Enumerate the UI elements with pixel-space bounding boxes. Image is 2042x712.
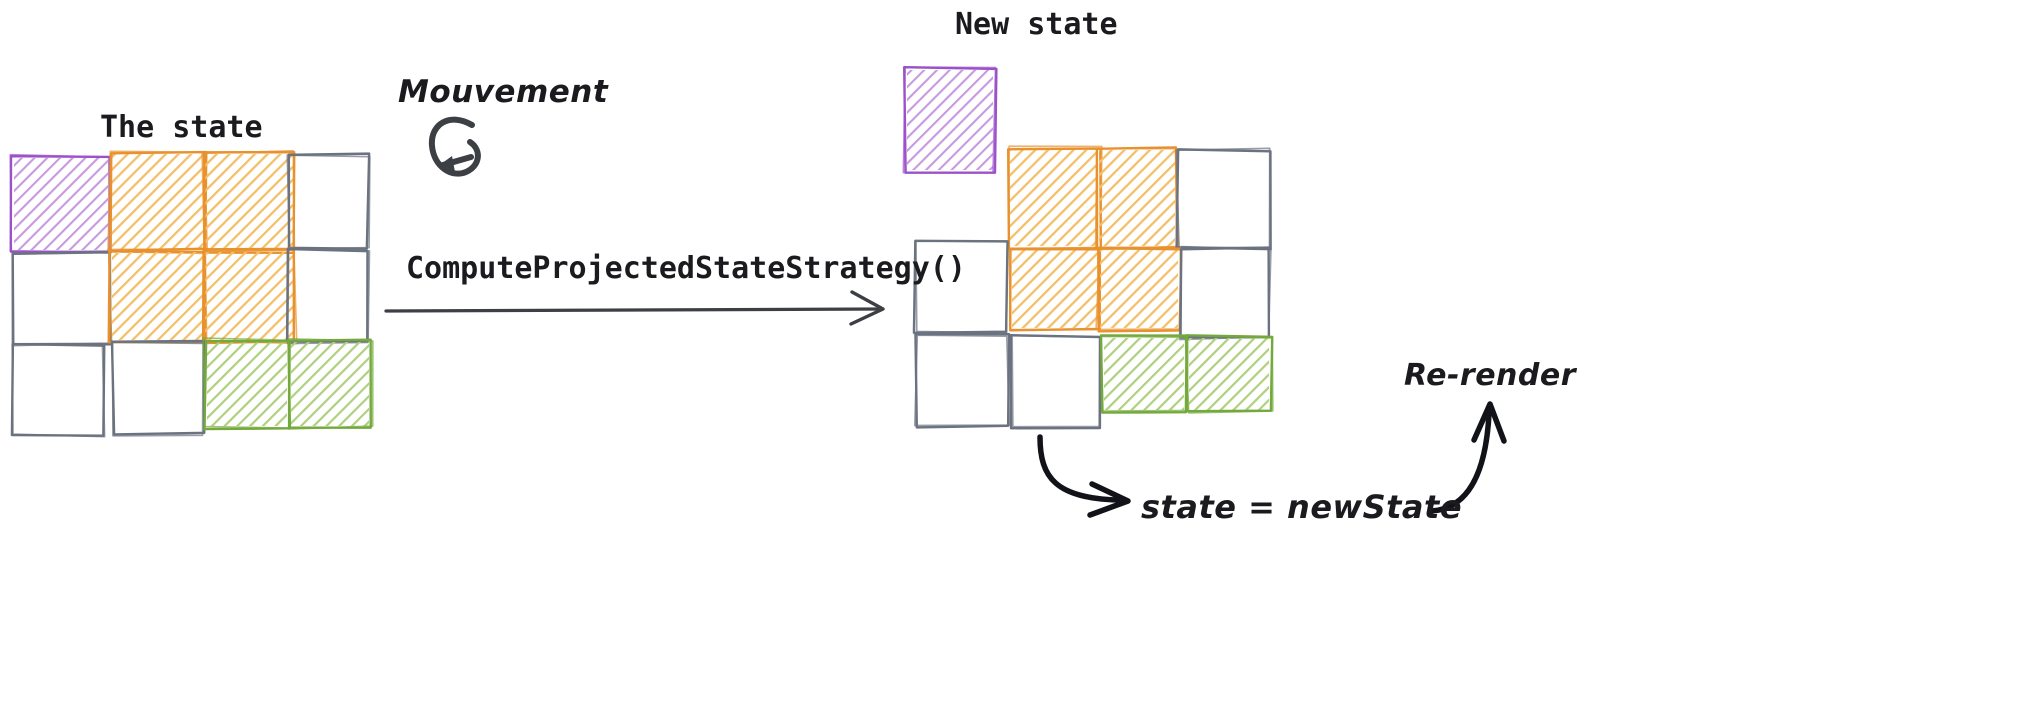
cell-hatch-fill xyxy=(907,70,993,170)
grid-cell-R-r1c0[interactable] xyxy=(912,239,1009,334)
grid-cell-R-r0c1[interactable] xyxy=(1007,145,1103,251)
grid-cell-L-r2c1[interactable] xyxy=(110,339,206,437)
cell-hatch-fill xyxy=(112,154,204,250)
cell-hatch-fill xyxy=(207,342,287,426)
the-state-grid xyxy=(9,149,374,438)
transition-label: Mouvement xyxy=(398,74,609,110)
grid-cell-L-r0c2[interactable] xyxy=(201,149,296,255)
cell-hatch-fill xyxy=(1099,150,1175,246)
cell-hatch-fill xyxy=(1189,338,1269,410)
right-grid-title: New state xyxy=(955,7,1118,42)
grid-cell-R-r0c3[interactable] xyxy=(1175,147,1272,251)
curved-arrow-up-right-icon xyxy=(1429,401,1507,514)
grid-cell-R-r0c2[interactable] xyxy=(1094,146,1180,251)
grid-cell-R-r1c1[interactable] xyxy=(1008,247,1102,332)
grid-cell-L-r0c0[interactable] xyxy=(9,153,112,254)
grid-cell-R-r2c0[interactable] xyxy=(914,333,1011,429)
grid-cell-L-r1c0[interactable] xyxy=(11,250,113,347)
rerender-label: Re-render xyxy=(1404,358,1577,393)
strategy-label: ComputeProjectedStateStrategy() xyxy=(406,251,966,286)
grid-cell-L-r2c0[interactable] xyxy=(10,342,106,438)
grid-cell-L-r0c1[interactable] xyxy=(107,150,209,255)
cell-hatch-fill xyxy=(112,252,204,340)
grid-cell-L-r1c3[interactable] xyxy=(285,247,371,345)
grid-cell-R-float[interactable] xyxy=(902,65,998,174)
cell-hatch-fill xyxy=(205,252,293,340)
cell-hatch-fill xyxy=(1100,250,1178,328)
grid-cell-R-r1c2[interactable] xyxy=(1095,246,1183,333)
grid-cell-L-r2c3[interactable] xyxy=(287,337,374,430)
left-grid-title: The state xyxy=(100,110,263,145)
grid-cell-R-r1c3[interactable] xyxy=(1178,245,1272,341)
grid-cell-L-r0c3[interactable] xyxy=(286,152,371,250)
cell-hatch-fill xyxy=(14,158,108,250)
cell-hatch-fill xyxy=(291,342,369,426)
grid-cell-R-r2c1[interactable] xyxy=(1009,334,1102,430)
curved-arrow-down-right-icon xyxy=(1037,434,1131,518)
grid-cell-L-r2c2[interactable] xyxy=(202,337,291,431)
assignment-label: state = newState xyxy=(1141,488,1463,526)
cell-hatch-fill xyxy=(1104,338,1184,410)
cell-hatch-fill xyxy=(1012,250,1098,328)
rotate-loop-icon xyxy=(428,116,481,177)
grid-cell-L-r1c1[interactable] xyxy=(107,247,208,344)
cell-hatch-fill xyxy=(1010,150,1098,246)
grid-cell-R-r2c2[interactable] xyxy=(1099,334,1189,414)
new-state-grid xyxy=(902,65,1274,430)
grid-cell-R-r2c3[interactable] xyxy=(1184,334,1274,414)
grid-cell-L-r1c2[interactable] xyxy=(201,247,298,345)
arrow-right-icon xyxy=(384,290,885,326)
cell-hatch-fill xyxy=(205,154,293,250)
